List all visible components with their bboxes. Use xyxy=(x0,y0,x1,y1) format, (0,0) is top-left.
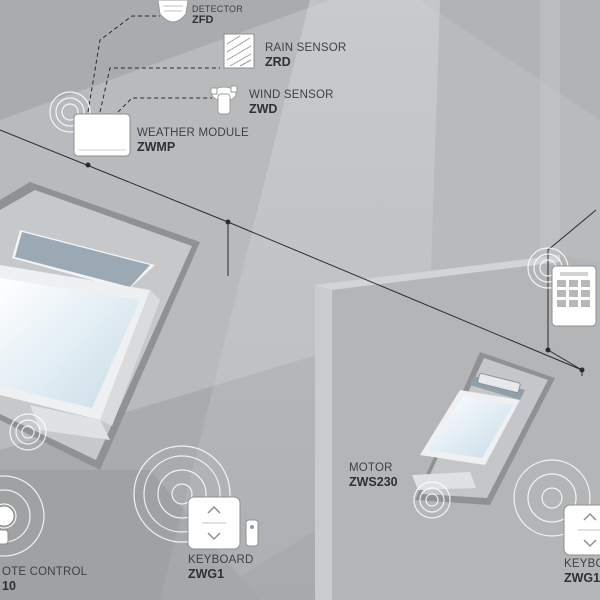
wind-sensor-label: WIND SENSOR ZWD xyxy=(249,89,334,117)
motor-icon xyxy=(477,372,521,394)
motor-code: ZWS230 xyxy=(349,475,398,490)
rain-sensor-icon xyxy=(223,33,255,69)
wind-sensor-code: ZWD xyxy=(249,102,278,117)
keyboard-right-label: KEYBO ZWG1 xyxy=(564,558,600,586)
smoke-detector-label: DETECTOR ZFD xyxy=(192,4,243,27)
roof-window-right xyxy=(412,352,555,505)
smoke-detector-name: DETECTOR xyxy=(192,4,243,14)
remote-control-code: 10 xyxy=(2,579,16,594)
wind-sensor-name: WIND SENSOR xyxy=(249,89,334,101)
wind-sensor-icon xyxy=(210,85,238,115)
remote-control-icon xyxy=(0,505,15,545)
smoke-detector-code: ZFD xyxy=(192,14,214,27)
weather-module-code: ZWMP xyxy=(137,140,176,155)
keyboard-right-name: KEYBO xyxy=(564,558,600,570)
rain-sensor-name: RAIN SENSOR xyxy=(265,42,347,54)
keyboard-right-icon xyxy=(563,504,600,556)
motor-label: MOTOR ZWS230 xyxy=(349,462,398,490)
rain-sensor-code: ZRD xyxy=(265,55,291,70)
rain-sensor-label: RAIN SENSOR ZRD xyxy=(265,42,346,70)
roof-window-left xyxy=(0,182,200,470)
motor-name: MOTOR xyxy=(349,462,393,474)
wiring xyxy=(0,15,597,376)
keyboard-left-name: KEYBOARD xyxy=(188,554,254,566)
keyboard-left-icon xyxy=(187,496,259,550)
keyboard-left-label: KEYBOARD ZWG1 xyxy=(188,554,254,582)
smoke-detector-icon xyxy=(157,0,189,23)
remote-control-label: OTE CONTROL 10 xyxy=(2,566,87,594)
weather-module-name: WEATHER MODULE xyxy=(137,127,249,139)
keyboard-right-code: ZWG1 xyxy=(564,571,600,586)
weather-module-label: WEATHER MODULE ZWMP xyxy=(137,127,249,155)
weather-module-icon xyxy=(73,113,131,157)
control-panel-icon xyxy=(551,265,597,327)
signal-rings xyxy=(0,91,591,557)
remote-control-name: OTE CONTROL xyxy=(2,566,88,578)
keyboard-left-code: ZWG1 xyxy=(188,567,225,582)
